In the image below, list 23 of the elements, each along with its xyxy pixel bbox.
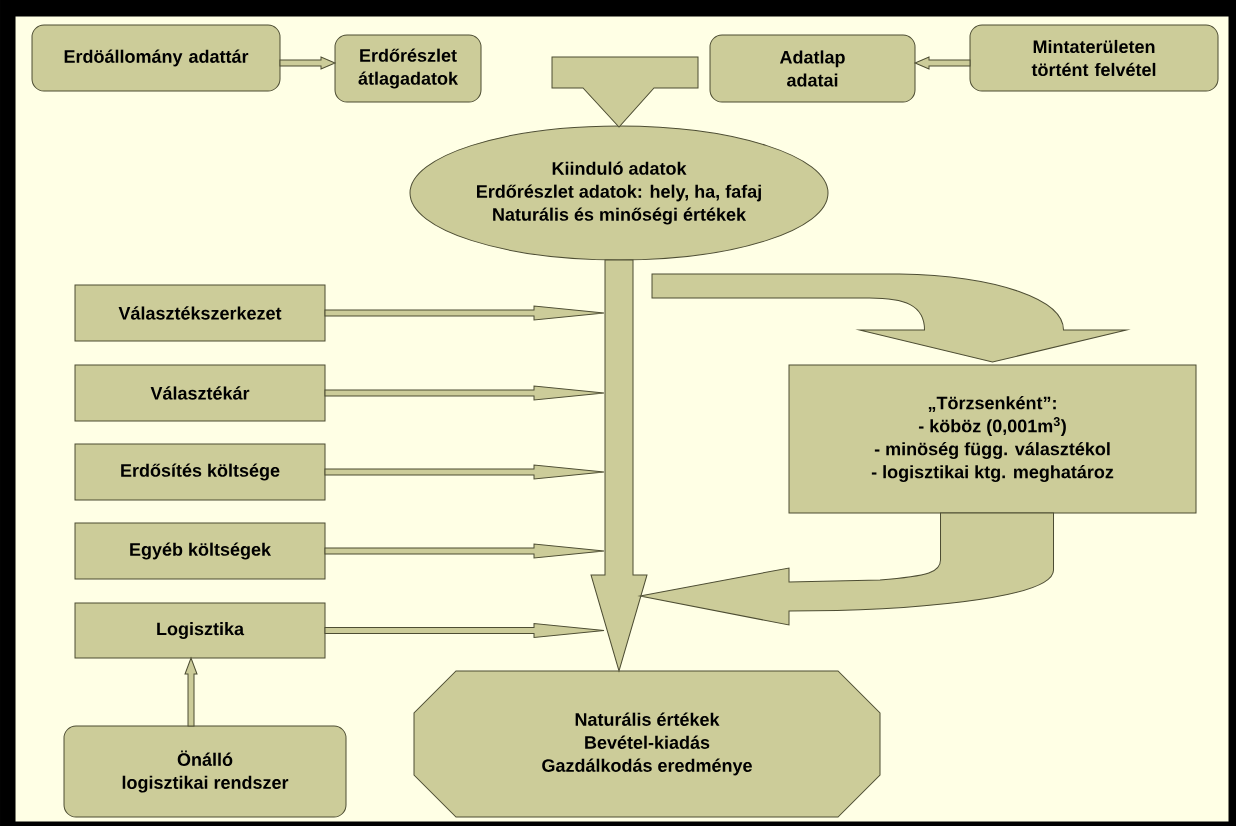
process-box: „Törzsenként”: - köböz (0,001m$^{3}$) - minöség függ. választékol - logisztikai ktg. meghatároz bbox=[788, 364, 1197, 514]
rounded-box: Erdőrészlet átlagadatok bbox=[334, 34, 482, 103]
arrow bbox=[279, 56, 336, 70]
block-arrow bbox=[551, 56, 699, 128]
block-arrow bbox=[590, 259, 648, 672]
curved-arrow bbox=[639, 512, 1054, 626]
result-octagon: Naturális értékek Bevétel-kiadás Gazdálkodás eredménye bbox=[413, 670, 881, 818]
arrow bbox=[914, 56, 971, 70]
arrow bbox=[324, 464, 605, 480]
rounded-box: Mintaterületen történt felvétel bbox=[969, 24, 1219, 92]
input-box: Választékár bbox=[74, 364, 326, 422]
rounded-box: Adatlap adatai bbox=[709, 34, 916, 103]
rounded-box: Erdöállomány adattár bbox=[31, 24, 281, 92]
arrow bbox=[324, 305, 605, 321]
arrow bbox=[324, 543, 605, 559]
arrow bbox=[324, 385, 605, 401]
input-box: Választékszerkezet bbox=[74, 284, 326, 342]
rounded-box: Önálló logisztikai rendszer bbox=[63, 725, 347, 818]
input-box: Erdősítés költsége bbox=[74, 443, 326, 501]
input-box: Logisztika bbox=[74, 602, 326, 659]
arrow bbox=[324, 623, 605, 638]
input-box: Egyéb költségek bbox=[74, 522, 326, 580]
arrow bbox=[184, 657, 198, 727]
